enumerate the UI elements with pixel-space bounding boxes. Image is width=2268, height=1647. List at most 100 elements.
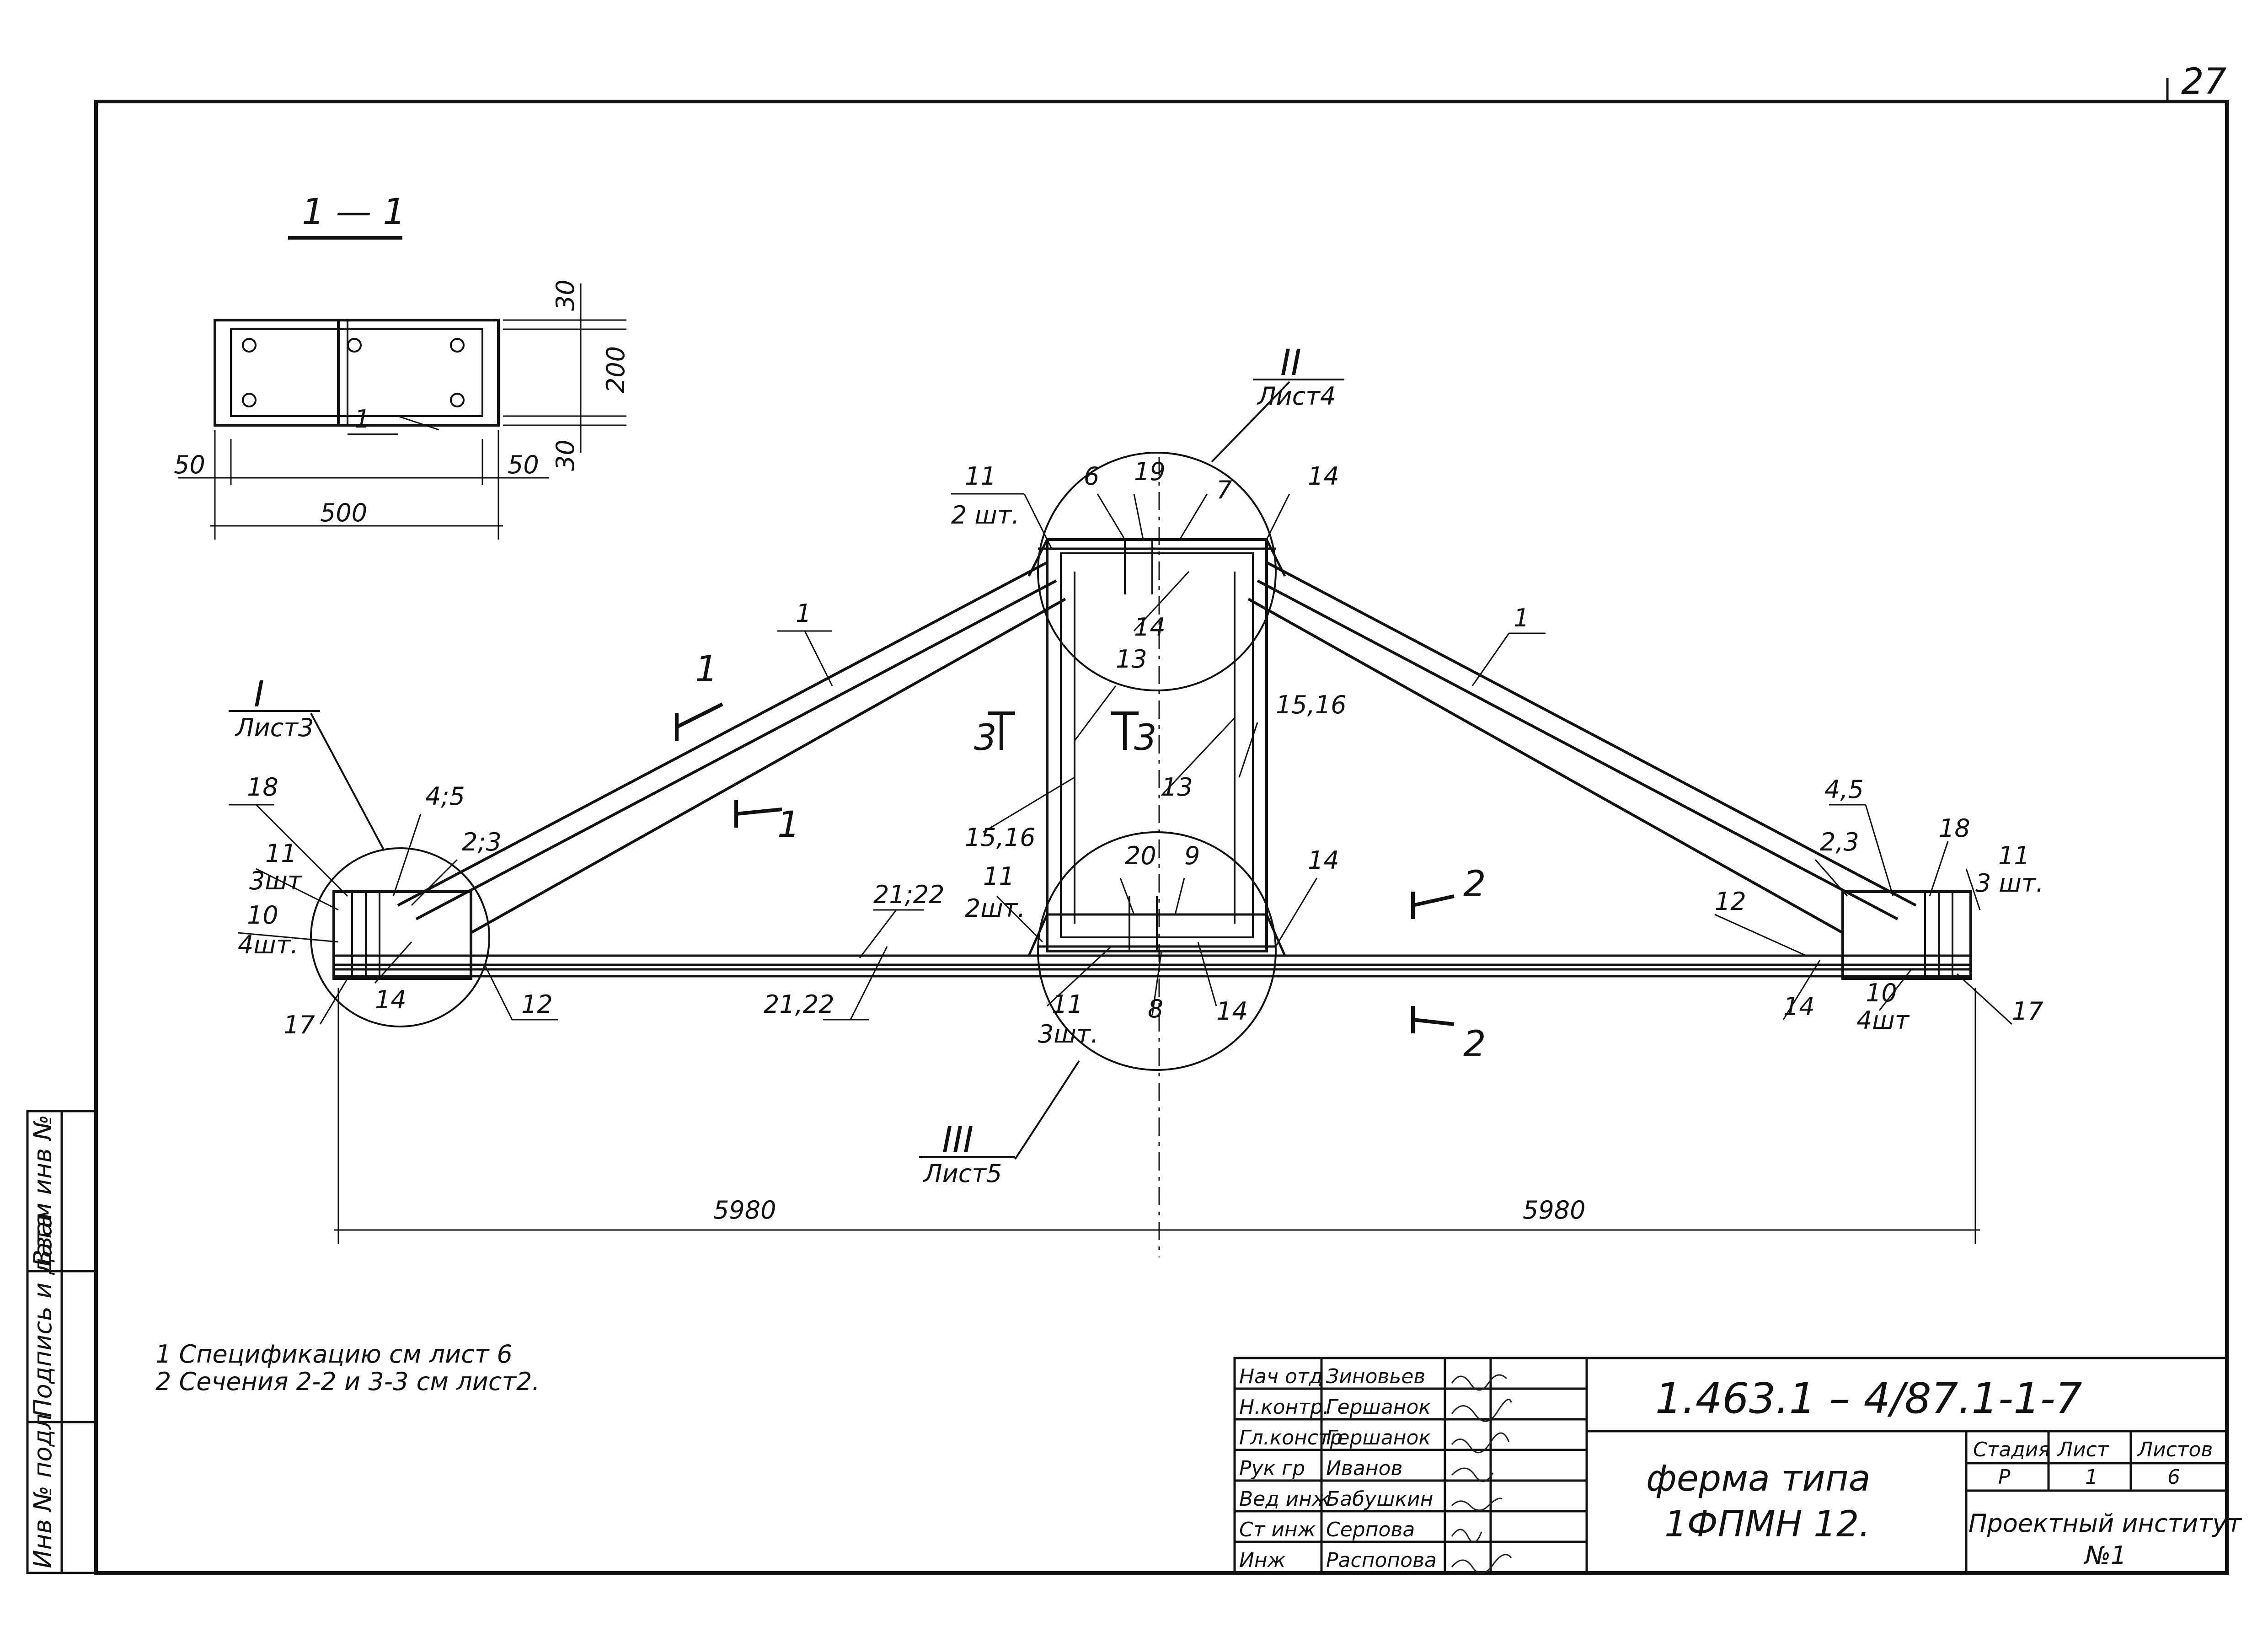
pos-15-16-right: 15,16 — [1276, 690, 1347, 719]
callout-II-sheet: Лист4 — [1257, 382, 1336, 411]
pos-17-left: 17 — [284, 1011, 315, 1039]
truss — [310, 452, 1972, 1071]
pos-4sht-right: 4шт — [1856, 1006, 1910, 1035]
central-frame — [1027, 538, 1286, 957]
staff-name: Зиновьев — [1326, 1365, 1425, 1388]
pos-21-22-b: 21,22 — [764, 990, 834, 1019]
staff-name: Распопова — [1326, 1549, 1437, 1572]
tb-stage: Р — [1998, 1465, 2011, 1489]
pos-2sht-mid: 2шт. — [965, 894, 1025, 923]
section-mark-2-bottom: 2 — [1463, 1024, 1486, 1065]
staff-role: Нач отд — [1239, 1365, 1323, 1388]
pos-6: 6 — [1084, 462, 1099, 491]
tb-designation: 1.463.1 – 4/87.1-1-7 — [1655, 1374, 2082, 1423]
callout-I-sheet: Лист3 — [235, 713, 314, 742]
side-stamp-col2: Подпись и дата — [28, 1213, 57, 1417]
staff-name: Гершанок — [1326, 1396, 1431, 1419]
pos-2sht-top-left: 2 шт. — [951, 501, 1020, 529]
pos-18-right: 18 — [1939, 814, 1970, 843]
section-mark-3-left: 3 — [974, 717, 997, 759]
dim-50-right: 50 — [508, 450, 539, 479]
section-1-1: 1 — 1 1 30 200 30 50 50 500 — [174, 192, 630, 540]
staff-name: Серпова — [1326, 1518, 1415, 1541]
tb-sheets-header: Листов — [2137, 1438, 2213, 1461]
section-mark-1-bottom: 1 — [777, 804, 800, 845]
detail-circle-II — [1037, 452, 1277, 691]
pos-9: 9 — [1184, 841, 1200, 870]
pos-10-right: 10 — [1866, 979, 1897, 1007]
dim-500: 500 — [320, 498, 367, 527]
left-support-block — [332, 890, 472, 980]
pos-1-right: 1 — [1514, 604, 1529, 632]
pos-17-right: 17 — [2012, 997, 2043, 1026]
pos-11-top-left: 11 — [965, 462, 996, 491]
pos-11-right: 11 — [1998, 841, 2030, 870]
pos-15-16-left: 15,16 — [965, 823, 1036, 852]
pos-14-top-right: 14 — [1308, 462, 1339, 491]
side-stamp-col3: Взам инв № — [28, 1115, 57, 1267]
tb-stage-header: Стадия — [1973, 1438, 2050, 1461]
tb-title-line1: ферма типа — [1646, 1458, 1871, 1499]
tb-sheets: 6 — [2167, 1465, 2180, 1489]
title-block-frame — [1233, 1357, 2228, 1574]
section-mark-1-top: 1 — [695, 649, 718, 690]
pos-1-left: 1 — [796, 599, 811, 628]
position-leaders — [229, 493, 2013, 1025]
left-top-chord — [397, 561, 1066, 934]
note-2: 2 Сечения 2-2 и 3-3 см лист2. — [155, 1367, 540, 1396]
detail-circle-I — [310, 847, 490, 1027]
pos-12-left: 12 — [521, 990, 553, 1019]
pos-2-3-left: 2;3 — [462, 828, 502, 856]
dim-30-top: 30 — [551, 279, 580, 311]
pos-4-5-right: 4,5 — [1824, 775, 1864, 804]
pos-14-top-mid: 14 — [1134, 613, 1166, 642]
pos-11-left: 11 — [265, 839, 297, 868]
pos-8: 8 — [1148, 995, 1163, 1023]
pos-3sht-bottom: 3шт. — [1038, 1020, 1098, 1048]
section-1-1-title: 1 — 1 — [302, 192, 406, 233]
pos-3sht-right: 3 шт. — [1975, 869, 2044, 898]
bottom-chord — [334, 954, 1971, 978]
callout-II: II — [1280, 342, 1301, 384]
pos-20: 20 — [1125, 841, 1156, 870]
section-1-1-bar-ref: 1 — [354, 405, 370, 433]
staff-role: Рук гр — [1239, 1457, 1305, 1480]
dim-200: 200 — [601, 346, 630, 393]
tb-org-line2: №1 — [2084, 1541, 2127, 1570]
pos-13-b: 13 — [1161, 773, 1193, 802]
staff-name: Бабушкин — [1326, 1487, 1434, 1511]
staff-role: Ст инж — [1239, 1518, 1316, 1541]
pos-3sht-left: 3шт — [249, 866, 303, 895]
pos-19: 19 — [1134, 457, 1166, 486]
callout-III-sheet: Лист5 — [923, 1159, 1002, 1188]
tb-org-line1: Проектный институт — [1968, 1509, 2242, 1538]
staff-name: Гершанок — [1326, 1426, 1431, 1449]
dim-30-bottom: 30 — [551, 439, 580, 471]
callout-I: I — [254, 674, 264, 715]
sheet-frame — [94, 78, 2229, 1575]
callout-leaders — [229, 379, 1344, 1160]
detail-circle-III — [1037, 831, 1277, 1071]
right-top-chord — [1247, 561, 1917, 934]
sheet-number: 27 — [2181, 61, 2226, 102]
dimension-lines — [334, 457, 1980, 1257]
pos-10-left: 10 — [247, 901, 278, 930]
pos-11-mid: 11 — [983, 862, 1015, 891]
pos-4-5-left: 4;5 — [425, 782, 465, 811]
pos-7: 7 — [1216, 476, 1232, 504]
pos-4sht-left: 4шт. — [238, 930, 298, 959]
staff-name: Иванов — [1326, 1457, 1402, 1480]
staff-rows: Нач отд Зиновьев Н.контр. Гершанок Гл.ко… — [1239, 1365, 1437, 1572]
pos-2-3-right: 2,3 — [1820, 828, 1859, 856]
section-mark-3-right: 3 — [1134, 717, 1157, 759]
side-stamp-col1: Инв № подл — [28, 1414, 57, 1568]
section-marker-lines — [675, 702, 1455, 1033]
pos-14-left: 14 — [375, 985, 407, 1014]
pos-14-mid-right: 14 — [1308, 846, 1339, 875]
tb-sheet-header: Лист — [2057, 1438, 2109, 1461]
pos-18-left: 18 — [247, 773, 278, 802]
pos-14-right: 14 — [1783, 992, 1815, 1021]
section-mark-2-top: 2 — [1463, 864, 1486, 905]
callout-III: III — [942, 1120, 974, 1161]
